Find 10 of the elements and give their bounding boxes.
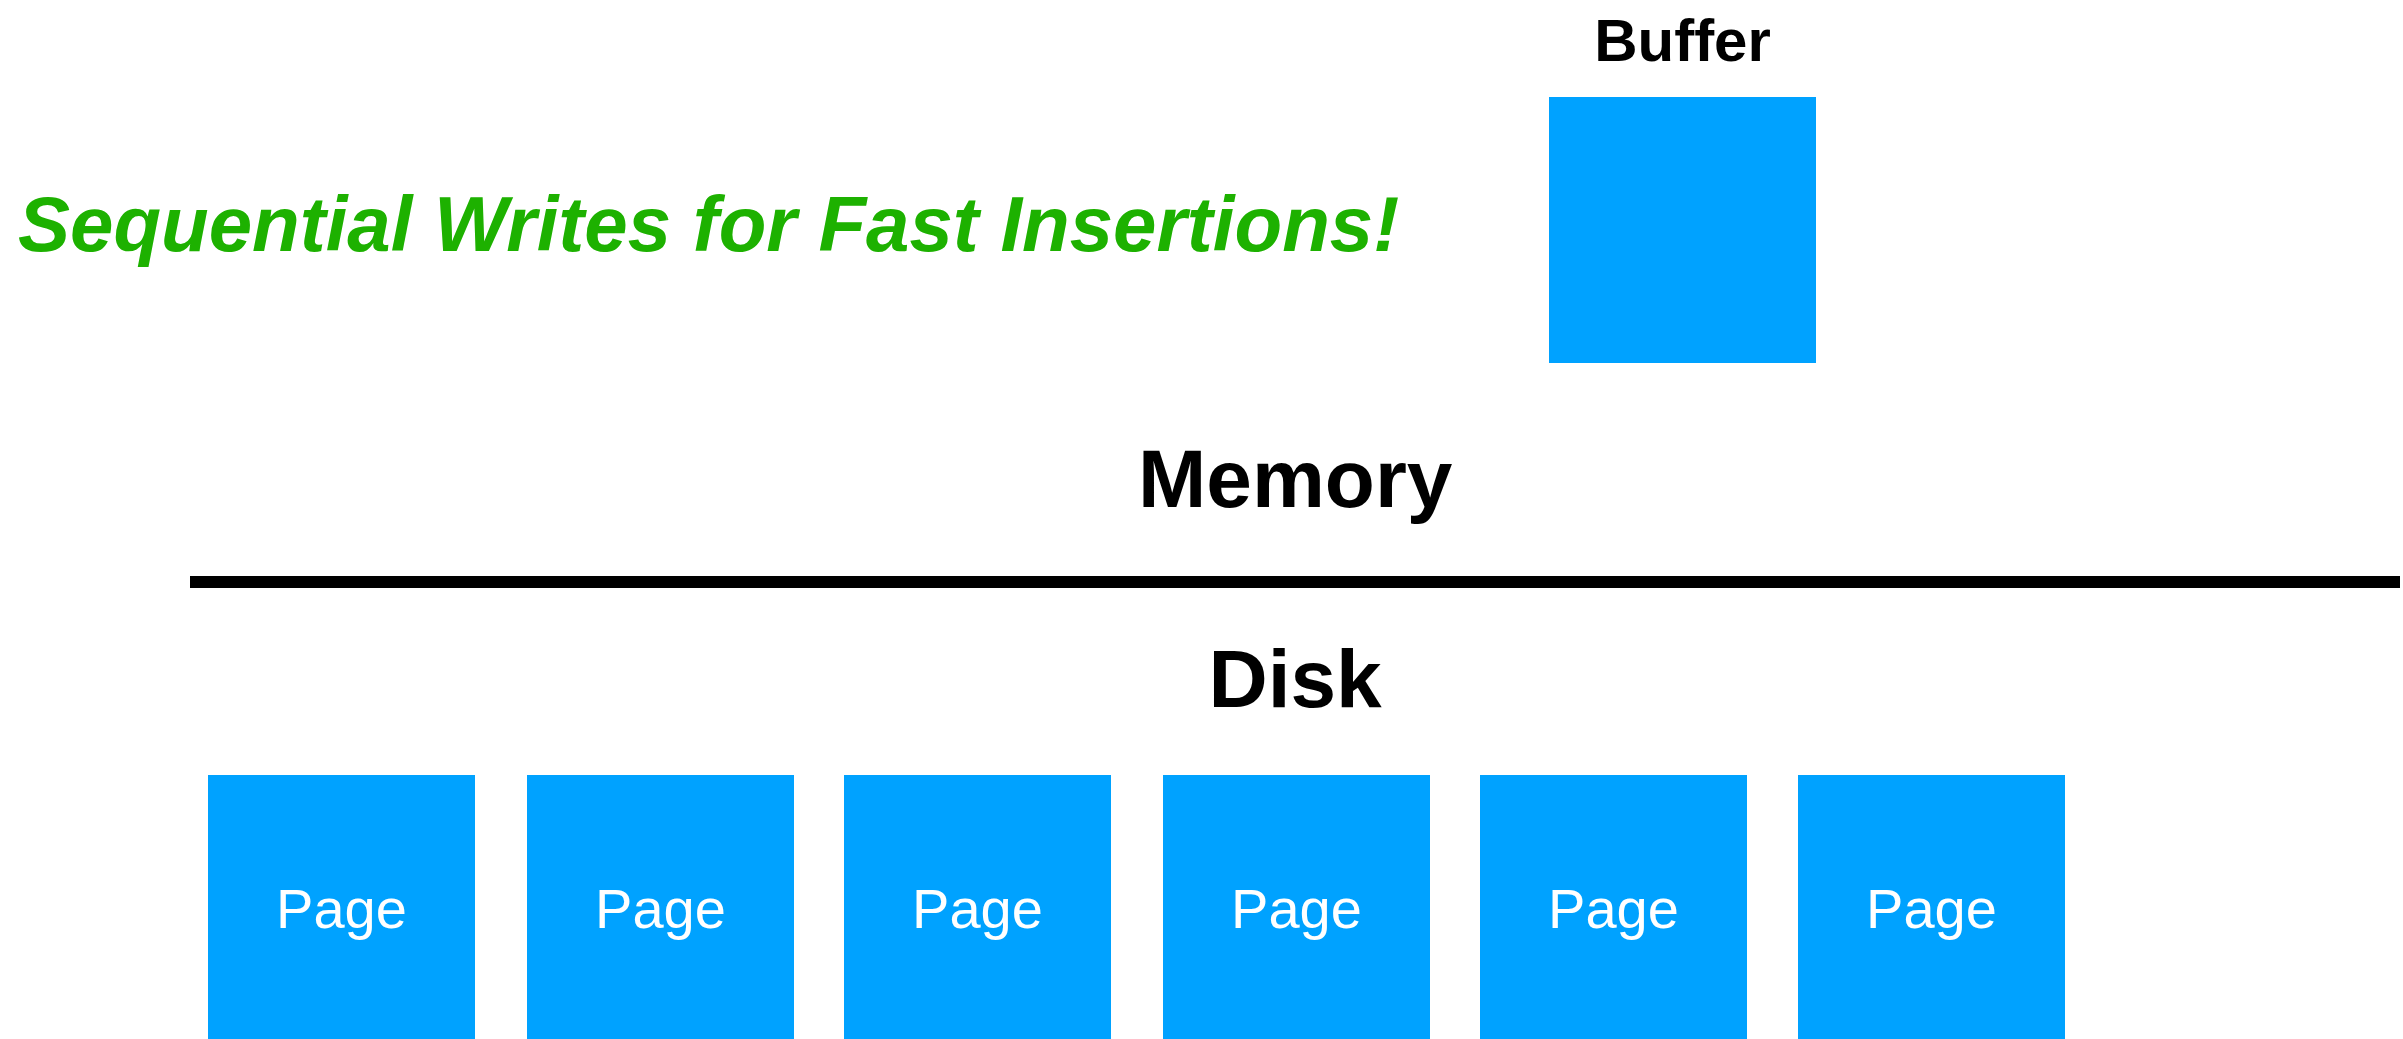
block-heading: Buffer (1594, 6, 1771, 75)
page-block: Page (1480, 775, 1747, 1039)
section-label: Disk (1208, 632, 1382, 726)
headline-text: Sequential Writes for Fast Insertions! (18, 180, 1400, 270)
page-block: Page (1163, 775, 1430, 1039)
page-block: Page (527, 775, 794, 1039)
page-block: Page (844, 775, 1111, 1039)
section-label: Memory (1138, 432, 1453, 526)
page-block: Page (1798, 775, 2065, 1039)
page-block: Page (208, 775, 475, 1039)
